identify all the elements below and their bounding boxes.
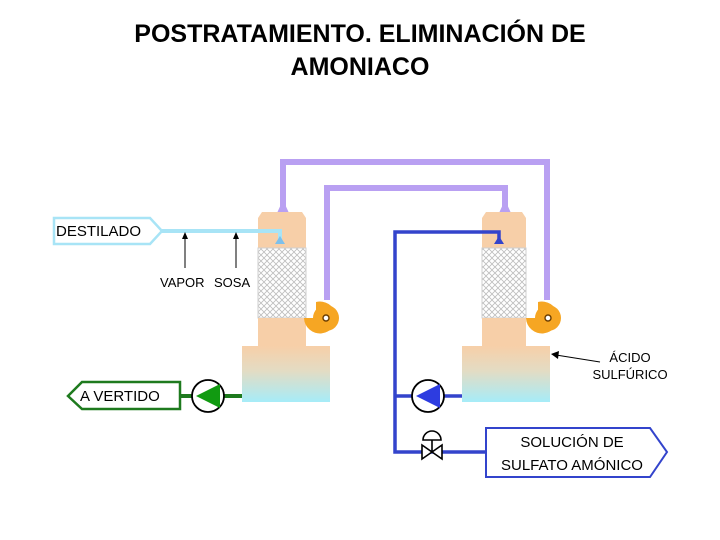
product-tag (485, 427, 669, 478)
gas-transfer-pipe-lilac (324, 185, 508, 300)
fan-icon (526, 301, 561, 334)
acid-label-line-1: ÁCIDO (609, 350, 650, 365)
gas-inlet-arrow-left (277, 200, 289, 213)
recirculation-arrow (494, 236, 504, 244)
title-line-1: POSTRATAMIENTO. ELIMINACIÓN DE (134, 20, 586, 48)
sosa-label: SOSA (214, 275, 250, 290)
pump-icon (191, 379, 225, 413)
vertido-tag (66, 380, 182, 411)
gas-return-pipe-lilac (280, 159, 550, 300)
vertido-label: A VERTIDO (80, 388, 160, 405)
destilado-label: DESTILADO (56, 223, 141, 240)
column-top-cap (258, 212, 306, 218)
acid-arrow (551, 351, 559, 359)
product-label-line-1: SOLUCIÓN DE (520, 434, 623, 451)
column-sump (462, 346, 550, 402)
column-packing (257, 247, 307, 319)
vapor-arrow (182, 232, 188, 239)
destilado-tag (52, 216, 164, 246)
absorption-column (462, 212, 550, 402)
column-top-cap (482, 212, 526, 218)
column-packing (481, 247, 527, 319)
fan-icon (304, 301, 339, 334)
column-sump (242, 346, 330, 402)
pump-icon (411, 379, 445, 413)
acid-label-line-2: SULFÚRICO (592, 367, 667, 382)
column-lower-body (258, 318, 306, 346)
gas-inlet-arrow-right (499, 200, 511, 213)
acid-feed-line (555, 354, 601, 363)
product-label-line-2: SULFATO AMÓNICO (501, 457, 643, 474)
sosa-arrow (233, 232, 239, 239)
valve-icon (421, 430, 443, 461)
title-line-2: AMONIACO (290, 53, 430, 81)
vapor-label: VAPOR (160, 275, 205, 290)
column-lower-body (482, 318, 526, 346)
destilado-arrow (275, 236, 285, 244)
page-title: POSTRATAMIENTO. ELIMINACIÓN DE AMONIACO (0, 18, 720, 84)
product-pipe-blue (393, 396, 486, 454)
stripping-column (242, 212, 330, 402)
